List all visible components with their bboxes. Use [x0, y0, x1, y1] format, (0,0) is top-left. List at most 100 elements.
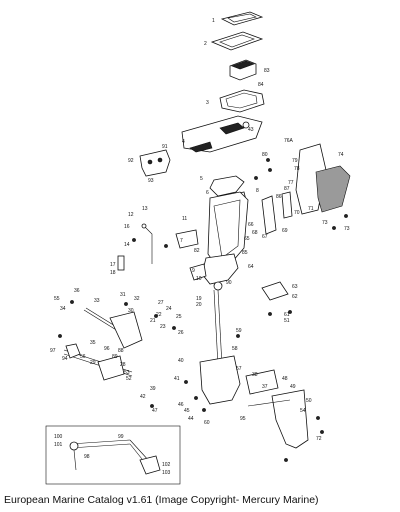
part-label: 98 [84, 454, 90, 460]
part-label: 11 [182, 216, 187, 222]
part-label: 67 [262, 234, 268, 240]
part-label: 78 [294, 166, 300, 172]
part-label: 85 [242, 250, 248, 256]
part-label: 90 [226, 280, 232, 286]
image-caption: European Marine Catalog v1.61 (Image Cop… [4, 494, 319, 506]
part-label: 95 [240, 416, 246, 422]
part-label: 35 [90, 340, 96, 346]
part-label: 37 [262, 384, 268, 390]
part-label: 99 [118, 434, 124, 440]
part-label: 33 [94, 298, 100, 304]
part-label: 102 [162, 462, 171, 468]
part-label: 68 [252, 230, 258, 236]
top-cover-parts [181, 11, 265, 153]
part-label: 97 [50, 348, 56, 354]
part-label: 52 [126, 376, 132, 382]
part-label: 69 [282, 228, 288, 234]
part-label: 74 [338, 152, 344, 158]
part-label: 58 [232, 346, 238, 352]
part-label: 32 [134, 296, 140, 302]
part-label: 4 [182, 139, 185, 145]
part-label: 43 [248, 127, 254, 133]
part-label: 82 [194, 248, 200, 254]
part-label: 13 [142, 206, 148, 212]
cowl-side-panels [261, 143, 351, 235]
part-label: 66 [248, 222, 254, 228]
driveshaft [213, 281, 223, 367]
part-label: 80 [262, 152, 268, 158]
part-label: 31 [120, 292, 126, 298]
part-label: 44 [188, 416, 194, 422]
part-label: 89 [112, 354, 118, 360]
part-label: 54 [300, 408, 306, 414]
part-label: 103 [162, 470, 171, 476]
transom-bracket [261, 281, 289, 301]
part-label: 55 [54, 296, 60, 302]
part-label: 28 [120, 362, 126, 368]
part-labels: 1 2 83 84 3 43 4 76A 79 78 80 91 92 93 7… [50, 18, 350, 476]
part-label: 10 [196, 276, 202, 282]
part-label: 45 [184, 408, 190, 414]
part-label: 64 [248, 264, 254, 270]
part-label: 16 [124, 224, 130, 230]
part-label: 34 [60, 306, 66, 312]
part-label: 94 [62, 356, 68, 362]
part-label: 60 [204, 420, 210, 426]
part-label: 3 [206, 100, 209, 106]
part-label: 71 [308, 206, 314, 212]
part-label: 9 [192, 268, 195, 274]
part-label: 36 [74, 288, 80, 294]
part-label: 41 [174, 376, 180, 382]
part-label: 25 [176, 314, 182, 320]
part-label: 6 [206, 190, 209, 196]
part-label: 87 [284, 186, 290, 192]
part-label: 24 [166, 306, 172, 312]
part-label: 83 [264, 68, 270, 74]
part-label: 70 [294, 210, 300, 216]
part-label: 50 [306, 398, 312, 404]
part-label: 100 [54, 434, 63, 440]
part-label: 22 [156, 312, 162, 318]
clamp-bracket-right [247, 389, 309, 449]
part-label: 29 [90, 360, 96, 366]
part-label: 14 [124, 242, 130, 248]
part-label: 86 [276, 194, 282, 200]
part-label: 8 [256, 188, 259, 194]
part-label: 39 [150, 386, 156, 392]
part-label: 61 [284, 312, 290, 318]
part-label: 23 [160, 324, 166, 330]
exploded-parts-diagram: 1 2 83 84 3 43 4 76A 79 78 80 91 92 93 7… [45, 11, 351, 485]
part-label: 47 [152, 408, 158, 414]
driveshaft-housing [175, 191, 249, 285]
part-label: 77 [288, 180, 294, 186]
part-label: 73 [322, 220, 328, 226]
part-label: 91 [162, 144, 168, 150]
clamp-bracket-left [63, 343, 133, 381]
part-label: 1 [212, 18, 215, 24]
part-label: 20 [196, 302, 202, 308]
part-label: 62 [292, 294, 298, 300]
part-label: 92 [128, 158, 134, 164]
part-label: 38 [252, 372, 258, 378]
part-label: 5 [200, 176, 203, 182]
part-label: 42 [140, 394, 146, 400]
part-label: 2 [204, 41, 207, 47]
part-label: 21 [150, 318, 156, 324]
part-label: 51 [284, 318, 290, 324]
part-label: 27 [158, 300, 164, 306]
shift-rod [117, 223, 153, 271]
inset-detail-box [45, 425, 181, 485]
part-label: 12 [128, 212, 134, 218]
part-label: 40 [178, 358, 184, 364]
part-label: 56 [80, 354, 86, 360]
tiller-bar [83, 307, 143, 349]
part-label: 49 [290, 384, 296, 390]
part-label: 7 [180, 238, 183, 244]
swivel-bracket [199, 355, 279, 405]
part-label: 96 [104, 346, 110, 352]
part-label: 53 [124, 370, 130, 376]
side-bracket [139, 149, 171, 177]
part-label: 17 [110, 262, 116, 268]
part-label: 65 [244, 236, 250, 242]
part-label: 46 [178, 402, 184, 408]
